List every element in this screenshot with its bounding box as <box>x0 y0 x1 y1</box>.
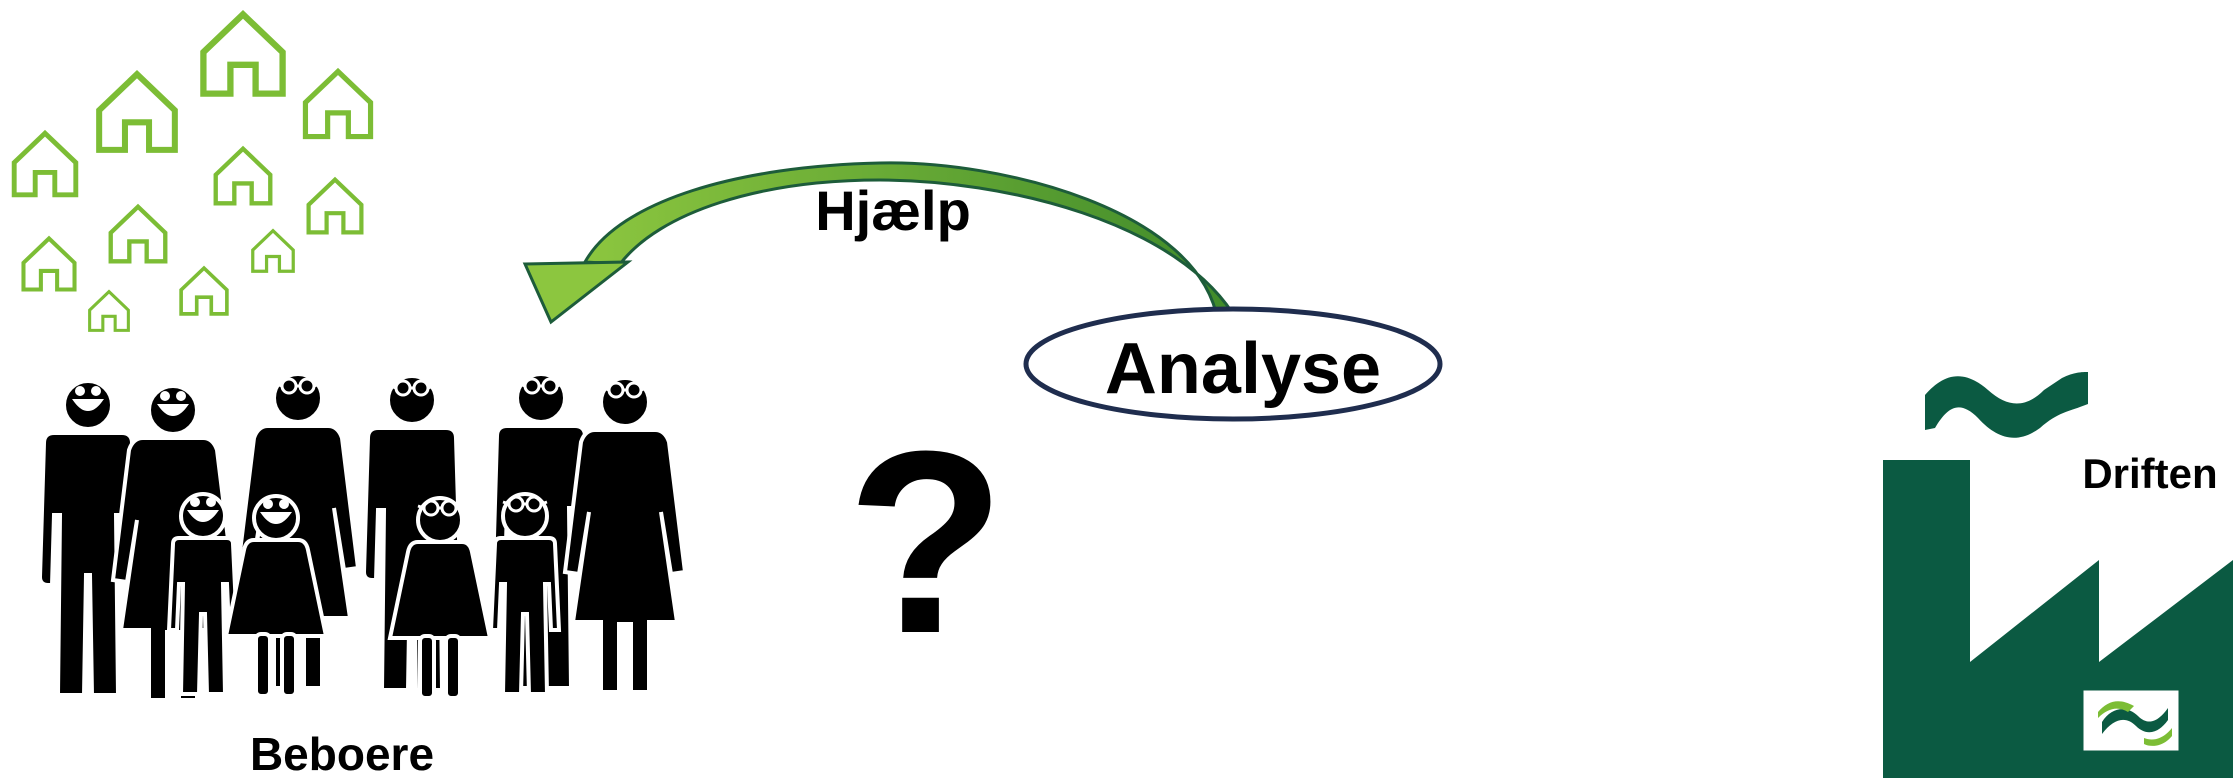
company-logo-icon <box>2080 687 2182 754</box>
houses-icon <box>14 14 370 333</box>
curved-arrow-icon <box>522 161 1241 325</box>
help-label: Hjælp <box>815 179 971 242</box>
analysis-label: Analyse <box>1105 329 1381 409</box>
wave-icon <box>1925 372 2088 438</box>
analysis-ellipse <box>1023 306 1443 422</box>
residents-label: Beboere <box>250 728 434 778</box>
operations-label: Driften <box>2082 450 2217 497</box>
question-mark: ? <box>847 398 1006 688</box>
residents-group-icon <box>38 372 687 702</box>
factory-icon <box>1883 372 2233 778</box>
